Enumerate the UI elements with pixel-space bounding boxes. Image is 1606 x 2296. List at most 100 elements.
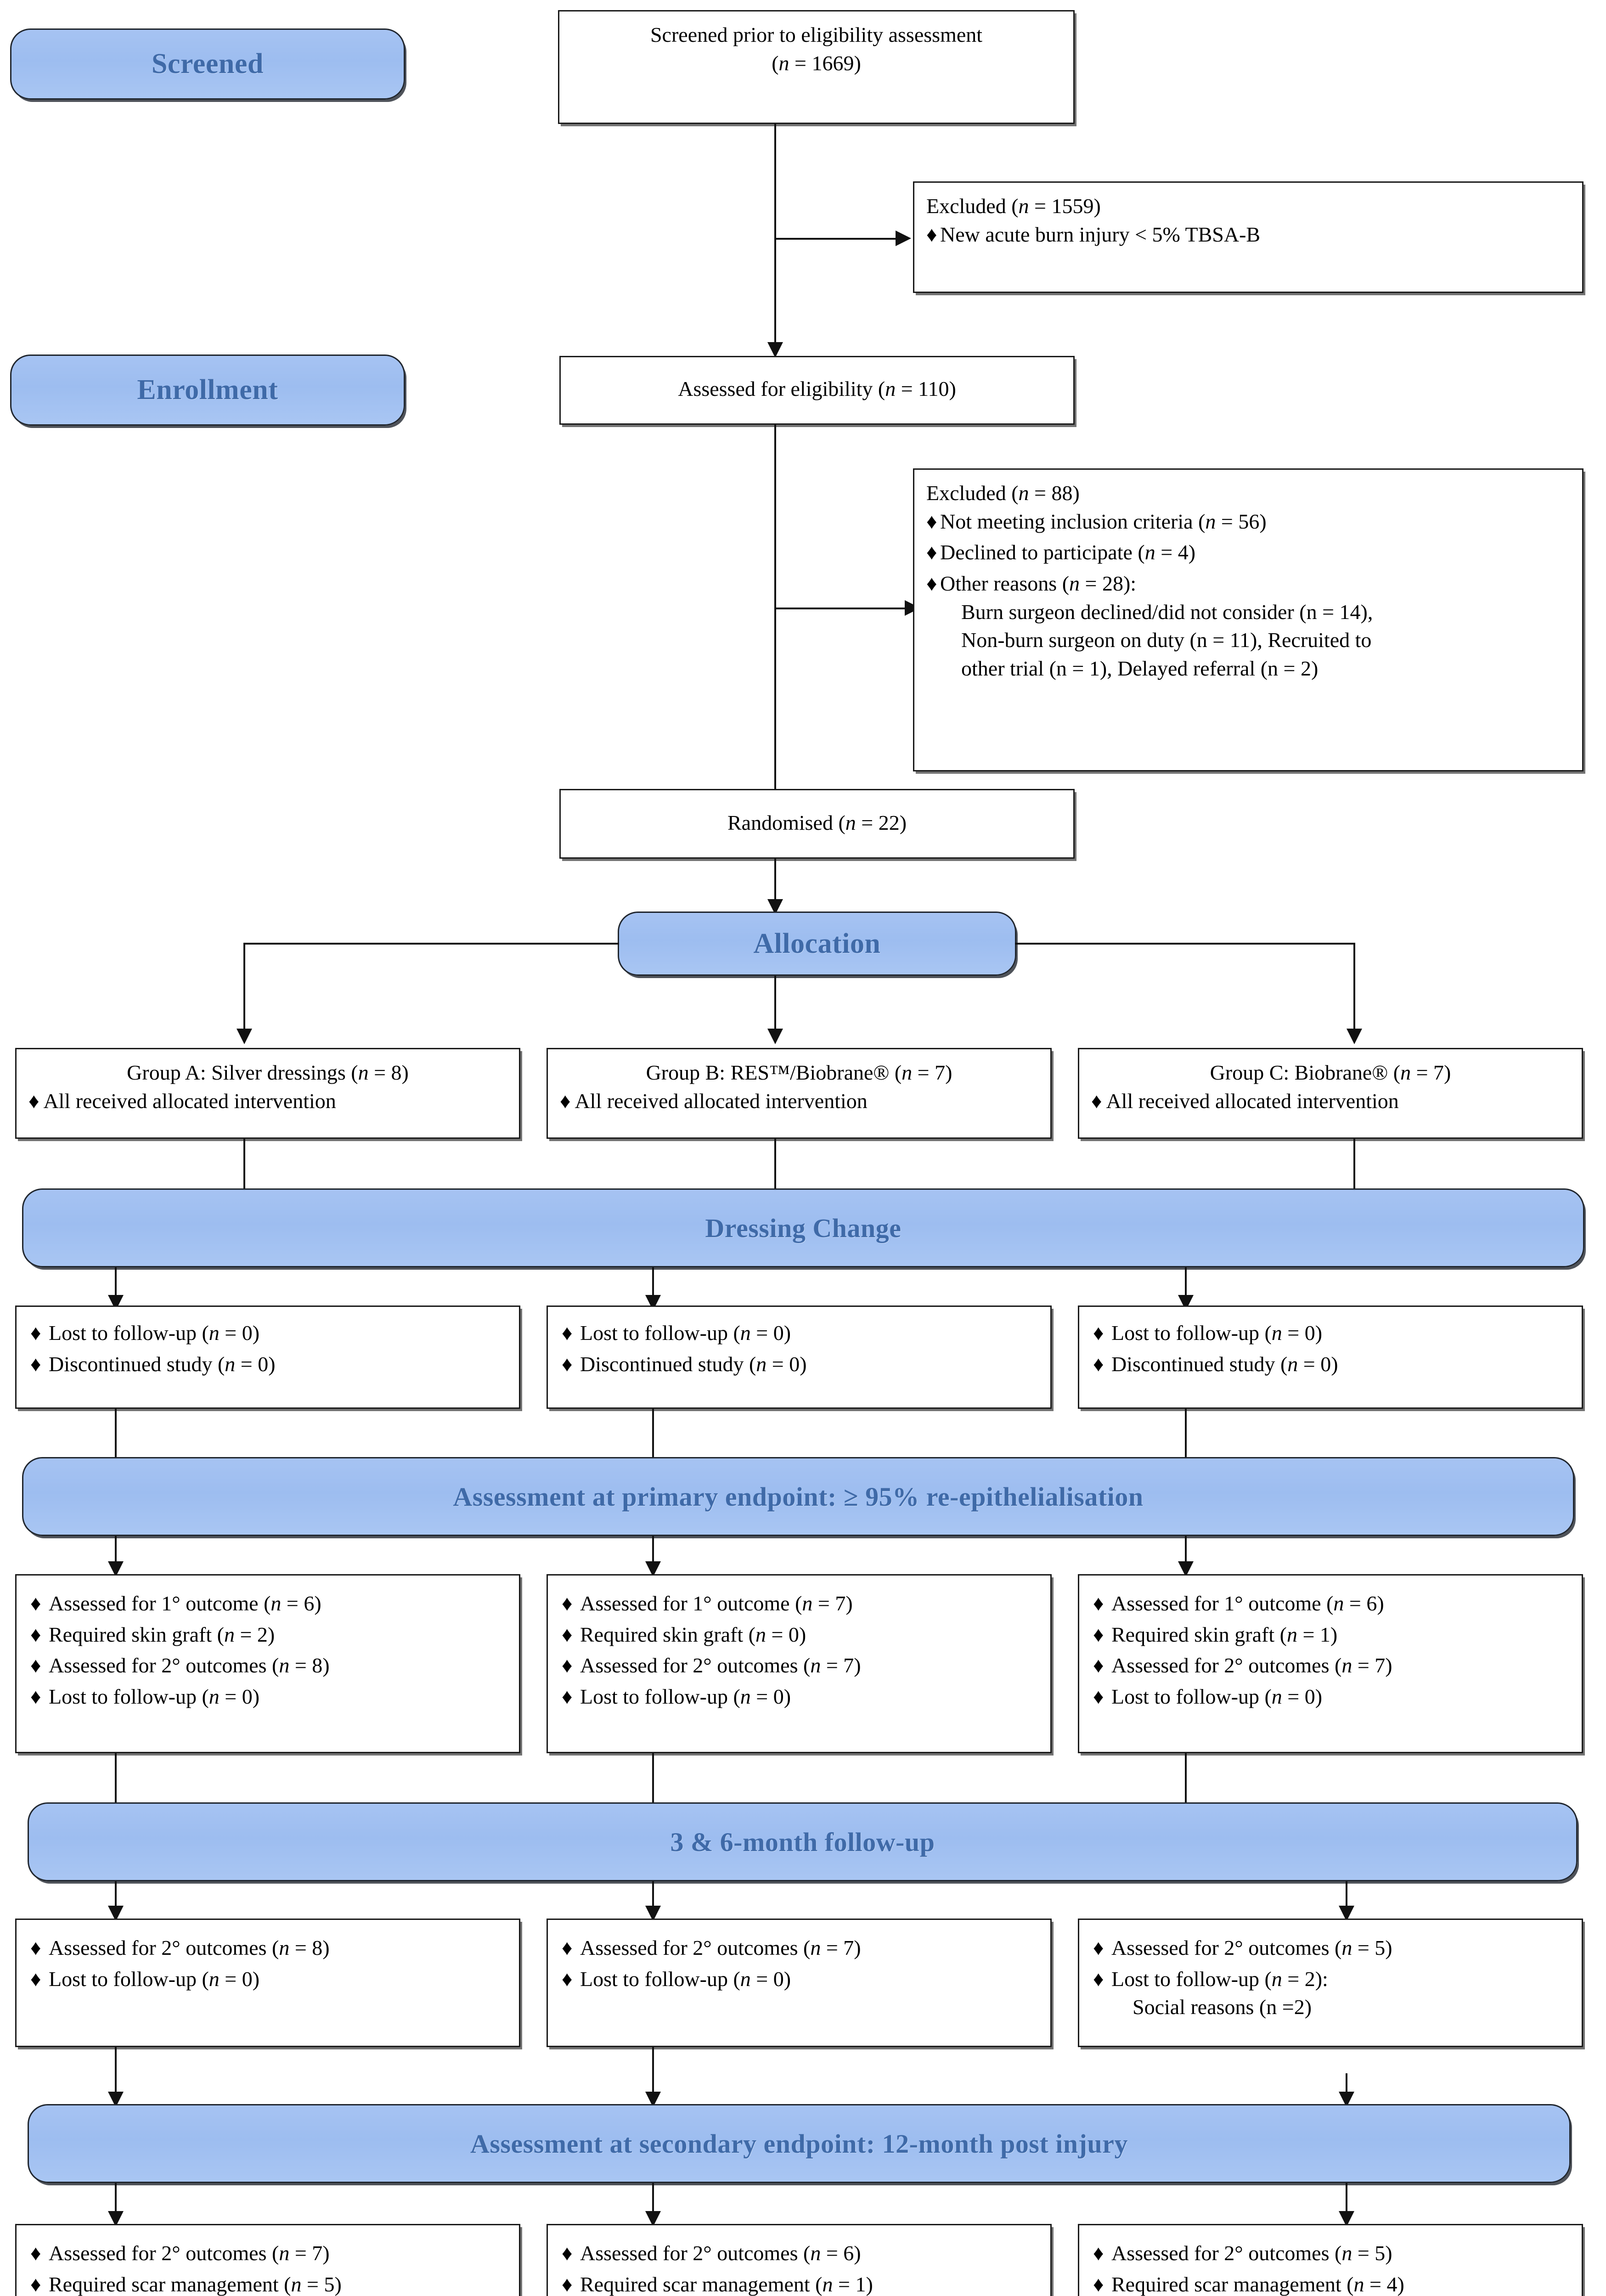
connector-dressing-drop-b — [652, 1267, 654, 1303]
list-item-text: Not meeting inclusion criteria ( — [940, 509, 1206, 533]
connector-c-to-dressing — [1353, 1139, 1355, 1189]
list-item-text: Required skin graft ( — [1111, 1622, 1287, 1646]
n-italic: n — [1353, 2272, 1364, 2296]
node-excluded-screening: Excluded (n = 1559) ♦New acute burn inju… — [913, 181, 1583, 293]
followup-b-list: ♦Assessed for 2° outcomes (n = 7) ♦Lost … — [560, 1934, 1038, 1993]
stage-banner-secondary-endpoint-label: Assessment at secondary endpoint: 12-mon… — [470, 2128, 1128, 2159]
list-item: ♦Other reasons (n = 28): Burn surgeon de… — [926, 569, 1570, 683]
diamond-bullet-icon: ♦ — [562, 1321, 573, 1345]
diamond-bullet-icon: ♦ — [30, 2272, 41, 2296]
n-italic: n — [1341, 1936, 1352, 1959]
diamond-bullet-icon: ♦ — [562, 1684, 573, 1708]
list-item: ♦Assessed for 2° outcomes (n = 8) — [28, 1651, 507, 1680]
list-item-text: Lost to follow-up ( — [49, 1684, 209, 1708]
list-item: ♦Assessed for 1° outcome (n = 7) — [560, 1589, 1038, 1618]
list-item: ♦Assessed for 2° outcomes (n = 7) — [1091, 1651, 1570, 1680]
dressing-c-list: ♦Lost to follow-up (n = 0) ♦Discontinued… — [1091, 1319, 1570, 1378]
list-item-n: = 0) — [1298, 1352, 1338, 1376]
arrowhead-to-eligibility — [767, 342, 783, 358]
node-randomised: Randomised (n = 22) — [559, 789, 1075, 859]
list-item-text: Assessed for 2° outcomes ( — [580, 2241, 811, 2265]
stage-banner-enrollment-label: Enrollment — [137, 374, 278, 405]
stage-banner-primary-endpoint: Assessment at primary endpoint: ≥ 95% re… — [22, 1457, 1574, 1536]
list-item-n: = 2) — [234, 1622, 275, 1646]
list-item: ♦Required scar management (n = 4) — [1091, 2270, 1570, 2296]
connector-followup-drop-c — [1346, 1881, 1347, 1917]
n-italic: n — [755, 1622, 766, 1646]
connector-allocation-bus-right — [1015, 943, 1355, 945]
diamond-bullet-icon: ♦ — [560, 1089, 571, 1113]
list-item-n: = 7) — [821, 1936, 861, 1959]
list-item-text: Lost to follow-up ( — [1111, 1967, 1272, 1991]
connector-a-to-dressing — [243, 1139, 245, 1189]
diamond-bullet-icon: ♦ — [1093, 2272, 1104, 2296]
diamond-bullet-icon: ♦ — [30, 1936, 41, 1959]
sub-line: other trial (n = 1), Delayed referral (n… — [961, 656, 1319, 680]
n-italic: n — [756, 1352, 767, 1376]
diamond-bullet-icon: ♦ — [1093, 1321, 1104, 1345]
list-item-n: = 7) — [821, 1654, 861, 1677]
list-item-n: = 56) — [1216, 509, 1267, 533]
list-item-n: = 8) — [289, 1936, 330, 1959]
list-item: ♦Required skin graft (n = 0) — [560, 1621, 1038, 1649]
diamond-bullet-icon: ♦ — [1093, 1592, 1104, 1615]
node-followup-outcomes-b: ♦Assessed for 2° outcomes (n = 7) ♦Lost … — [547, 1919, 1052, 2047]
n-italic: n — [1069, 571, 1080, 595]
n-italic: n — [1333, 1592, 1344, 1615]
n-italic: n — [208, 1967, 220, 1991]
list-item-n: = 7) — [812, 1592, 853, 1615]
node-screened-prior: Screened prior to eligibility assessment… — [558, 10, 1075, 124]
n-italic: n — [291, 2272, 302, 2296]
n-italic: n — [885, 377, 896, 400]
primary-c-list: ♦Assessed for 1° outcome (n = 6) ♦Requir… — [1091, 1589, 1570, 1711]
connector-followup-drop-b — [652, 1881, 654, 1917]
node-dressing-outcomes-a: ♦Lost to follow-up (n = 0) ♦Discontinued… — [15, 1306, 520, 1409]
list-item: ♦Assessed for 2° outcomes (n = 7) — [28, 2239, 507, 2268]
list-item-text: Assessed for 2° outcomes ( — [580, 1654, 811, 1677]
list-item-n: = 6) — [821, 2241, 861, 2265]
node-group-c: Group C: Biobrane® (n = 7) ♦ All receive… — [1078, 1048, 1583, 1139]
n-italic: n — [1271, 1684, 1282, 1708]
list-item-n: = 7) — [289, 2241, 330, 2265]
list-item-text: Discontinued study ( — [49, 1352, 225, 1376]
connector-a-to-secondary — [115, 2047, 117, 2102]
diamond-bullet-icon: ♦ — [926, 540, 937, 564]
stage-banner-allocation: Allocation — [618, 912, 1016, 976]
diamond-bullet-icon: ♦ — [1093, 1622, 1104, 1646]
list-item-text: Lost to follow-up ( — [49, 1321, 209, 1345]
list-item-text: Assessed for 2° outcomes ( — [49, 2241, 279, 2265]
connector-dressing-drop-a — [115, 1267, 117, 1303]
node-excluded-enrollment: Excluded (n = 88) ♦Not meeting inclusion… — [913, 468, 1583, 771]
node-screened-prior-line2: (n = 1669) — [571, 49, 1061, 78]
n-italic: n — [1400, 1061, 1411, 1084]
list-item: ♦Lost to follow-up (n = 0) — [560, 1683, 1038, 1711]
list-item-text: Assessed for 2° outcomes ( — [580, 1936, 811, 1959]
n-italic: n — [208, 1684, 220, 1708]
n-italic: n — [802, 1592, 813, 1615]
connector-b-to-secondary — [652, 2047, 654, 2102]
list-item-n: = 8) — [289, 1654, 330, 1677]
stage-banner-allocation-label: Allocation — [753, 928, 881, 959]
n-italic: n — [224, 1622, 235, 1646]
node-assessed-eligibility-text: Assessed for eligibility (n = 110) — [573, 375, 1061, 403]
n-italic: n — [1144, 540, 1155, 564]
list-item-n: = 0) — [1282, 1684, 1323, 1708]
n-italic: n — [279, 2241, 290, 2265]
n-italic: n — [810, 1936, 821, 1959]
diamond-bullet-icon: ♦ — [562, 2241, 573, 2265]
diamond-bullet-icon: ♦ — [926, 222, 937, 246]
node-assessed-eligibility: Assessed for eligibility (n = 110) — [559, 356, 1075, 425]
list-item-text: Discontinued study ( — [1111, 1352, 1288, 1376]
diamond-bullet-icon: ♦ — [1093, 1936, 1104, 1959]
sub-line: Burn surgeon declined/did not consider (… — [961, 600, 1373, 624]
connector-allocation-drop-a — [243, 943, 245, 1035]
list-item-text: Lost to follow-up ( — [1111, 1321, 1272, 1345]
list-item-n: = 28): — [1080, 571, 1137, 595]
diamond-bullet-icon: ♦ — [562, 1592, 573, 1615]
n-italic: n — [845, 811, 856, 834]
group-b-title-post: = 7) — [912, 1061, 952, 1084]
diamond-bullet-icon: ♦ — [30, 1622, 41, 1646]
connector-allocation-drop-b — [774, 976, 776, 1035]
n-italic: n — [208, 1321, 220, 1345]
